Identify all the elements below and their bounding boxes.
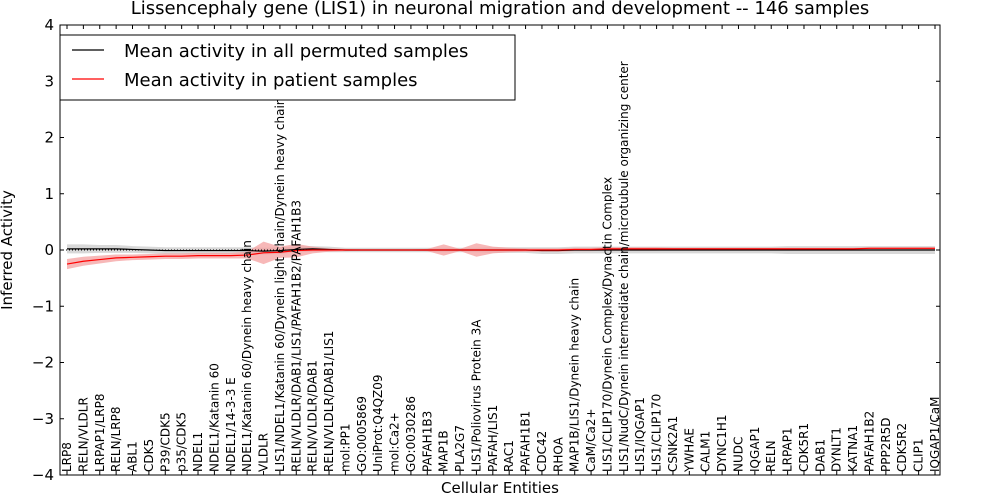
x-tick-label: PAFAH1B2	[862, 411, 876, 472]
x-tick-label: PAFAH1B3	[420, 411, 434, 472]
x-tick-label: CaM/Ca2+	[584, 408, 598, 472]
x-tick-label: GO:0005869	[355, 396, 369, 472]
legend-frame	[59, 34, 516, 101]
x-tick-label: RELN/VLDLR/DAB1/LIS1	[322, 331, 336, 472]
y-tick-label: 2	[44, 129, 54, 147]
y-tick-label: −3	[32, 410, 54, 428]
x-tick-label: NDEL1	[191, 432, 205, 472]
x-tick-label: LIS1/CLIP170	[650, 394, 664, 472]
x-tick-label: RELN/VLDLR/DAB1/LIS1/PAFAH1B2/PAFAH1B3	[289, 200, 303, 472]
y-tick-label: 0	[44, 241, 54, 259]
x-tick-label: CDK5R1	[797, 423, 811, 472]
x-tick-label: LIS1/IQGAP1	[633, 397, 647, 472]
x-axis-label: Cellular Entities	[441, 479, 559, 497]
x-tick-label: CSNK2A1	[666, 416, 680, 472]
x-tick-label: LRPAP1	[781, 427, 795, 472]
x-tick-label: ABL1	[126, 441, 140, 472]
x-tick-label: NDEL1/Katanin 60	[207, 363, 221, 472]
x-tick-label: UniProt:Q4QZ09	[371, 374, 385, 472]
x-tick-label: IQGAP1/CaM	[928, 397, 942, 473]
x-tick-label: KATNA1	[846, 425, 860, 472]
x-tick-label: DYNC1H1	[715, 414, 729, 472]
y-axis-label: Inferred Activity	[0, 190, 16, 310]
x-tick-label: CDK5	[142, 439, 156, 472]
x-tick-label: RELN/VLDLR	[76, 397, 90, 472]
x-tick-label: LRPAP1/LRP8	[93, 393, 107, 472]
x-tick-label: CLIP1	[912, 439, 926, 472]
x-tick-label: CALM1	[699, 431, 713, 472]
y-tick-label: 1	[44, 185, 54, 203]
x-tick-label: mol:PP1	[338, 423, 352, 472]
x-tick-label: mol:Ca2+	[388, 412, 402, 472]
x-tick-label: LIS1/CLIP170/Dynein Complex/Dynactin Com…	[600, 177, 614, 472]
legend: Mean activity in all permuted samples Me…	[59, 34, 516, 101]
x-tick-label: RELN/VLDLR/DAB1	[306, 360, 320, 472]
x-tick-label: IQGAP1	[748, 427, 762, 472]
x-tick-label: PLA2G7	[453, 425, 467, 472]
x-tick-label: RAC1	[502, 440, 516, 472]
y-tick-label: 4	[44, 16, 54, 34]
x-tick-label: p35/CDK5	[175, 412, 189, 472]
x-tick-label: GO:0030286	[404, 396, 418, 472]
chart-title: Lissencephaly gene (LIS1) in neuronal mi…	[131, 0, 870, 19]
x-tick-label: YWHAE	[682, 428, 696, 473]
x-tick-label: CDC42	[535, 431, 549, 472]
x-tick-label: LIS1/NudC/Dynein intermediate chain/micr…	[617, 61, 631, 472]
x-tick-label: NUDC	[731, 437, 745, 472]
x-tick-label: LIS1/NDEL1/Katanin 60/Dynein light chain…	[273, 98, 287, 472]
x-tick-label: LIS1/Poliovirus Protein 3A	[469, 319, 483, 472]
y-tick-label: −1	[32, 297, 54, 315]
x-tick-label: LRP8	[60, 442, 74, 472]
legend-label-permuted: Mean activity in all permuted samples	[124, 41, 468, 62]
x-tick-label: MAP1B	[437, 430, 451, 472]
x-tick-label: P39/CDK5	[158, 412, 172, 472]
x-tick-label: NDEL1/Katanin 60/Dynein heavy chain	[240, 240, 254, 472]
legend-label-patient: Mean activity in patient samples	[124, 70, 418, 91]
x-tick-label: PAFAH/LIS1	[486, 405, 500, 472]
x-tick-label: RELN/LRP8	[109, 406, 123, 472]
x-tick-label: RHOA	[551, 436, 565, 472]
x-tick-label: NDEL1/14-3-3 E	[224, 377, 238, 472]
y-tick-label: −4	[32, 466, 54, 484]
x-tick-label: CDK5R2	[895, 423, 909, 472]
x-tick-label: PAFAH1B1	[519, 411, 533, 472]
x-tick-label: VLDLR	[257, 433, 271, 472]
y-tick-label: 3	[44, 72, 54, 90]
y-tick-label: −2	[32, 354, 54, 372]
x-tick-label: RELN	[764, 440, 778, 472]
x-tick-label: PPP2R5D	[879, 417, 893, 472]
x-tick-label: MAP1B/LIS1/Dynein heavy chain	[568, 278, 582, 472]
x-tick-label: DAB1	[813, 439, 827, 472]
series-line-2	[66, 247, 935, 265]
x-tick-label: DYNLT1	[830, 427, 844, 472]
